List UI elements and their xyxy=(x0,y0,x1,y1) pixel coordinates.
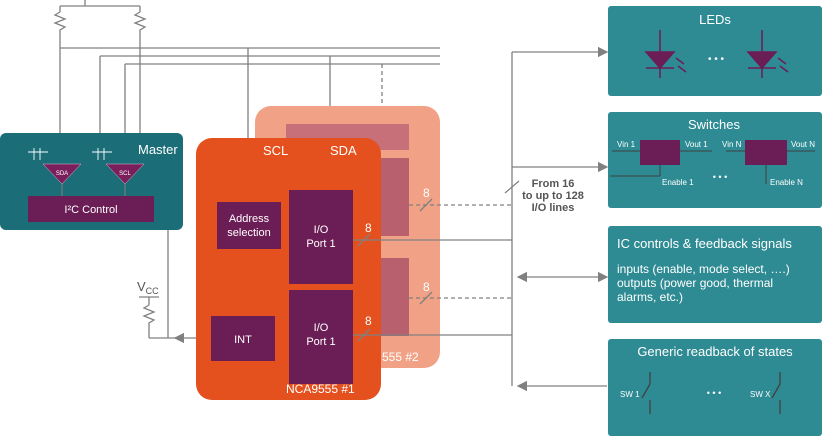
switch-n-box xyxy=(745,140,787,165)
vout1-label: Vout 1 xyxy=(685,140,708,149)
leds-panel: LEDs • • • xyxy=(608,6,822,96)
led-icon xyxy=(746,30,789,78)
chip1-scl: SCL xyxy=(263,143,288,158)
chip2-bus-width-top: 8 xyxy=(423,186,430,200)
switch-1-box xyxy=(640,140,680,165)
chip1-bus-width-bottom: 8 xyxy=(365,314,372,328)
scl-tag: SCL xyxy=(119,171,131,177)
vinN-label: Vin N xyxy=(722,140,742,149)
swx-label: SW X xyxy=(750,390,771,399)
chip2-bus-width-bottom: 8 xyxy=(423,280,430,294)
ic-line2: outputs (power good, thermal xyxy=(617,276,773,290)
io-lines-note: From 16 to up to 128 I/O lines xyxy=(522,178,584,214)
i2c-control-label: I²C Control xyxy=(64,204,117,216)
readback-title: Generic readback of states xyxy=(637,344,793,359)
sda-tag: SDA xyxy=(56,171,68,177)
switch-icon xyxy=(641,372,651,414)
ic-controls-panel: IC controls & feedback signals inputs (e… xyxy=(608,226,822,323)
leds-title: LEDs xyxy=(699,12,731,27)
sda-driver: SDA xyxy=(28,148,82,185)
svg-text:to up to 128: to up to 128 xyxy=(522,190,584,202)
ic-title: IC controls & feedback signals xyxy=(617,236,792,251)
switches-panel: Switches Vin 1 Vout 1 Vin N Vout N Enabl… xyxy=(608,112,822,208)
chip2-name: 555 #2 xyxy=(382,350,419,364)
chip1-bus-width-top: 8 xyxy=(365,221,372,235)
master-block: Master SDA SCL I²C Control xyxy=(0,133,183,230)
i2c-control-box xyxy=(28,196,154,222)
voutN-label: Vout N xyxy=(791,140,815,149)
switch-icon xyxy=(771,372,781,414)
vcc-pullup: VCC xyxy=(137,230,210,344)
readback-ellipsis: • • • xyxy=(707,388,721,398)
int-label: INT xyxy=(234,334,252,346)
svg-text:From 16: From 16 xyxy=(532,178,575,190)
switches-ellipsis: • • • xyxy=(713,172,727,182)
io-bus-lines xyxy=(353,46,609,392)
address-selection-box xyxy=(217,202,281,249)
chip1-name: NCA9555 #1 xyxy=(286,382,355,396)
ic-line3: alarms, etc.) xyxy=(617,290,683,304)
scl-driver: SCL xyxy=(92,148,145,185)
master-label: Master xyxy=(138,142,178,157)
chip1-sda: SDA xyxy=(330,143,357,158)
io-port-bottom-box xyxy=(289,290,353,384)
ic-line1: inputs (enable, mode select, ….) xyxy=(617,262,790,276)
svg-text:I/O lines: I/O lines xyxy=(532,202,575,214)
leds-ellipsis: • • • xyxy=(708,54,725,65)
io-port-top-box xyxy=(289,190,353,284)
address-text: Address xyxy=(229,213,270,225)
switches-title: Switches xyxy=(688,117,741,132)
readback-panel: Generic readback of states SW 1 SW X • •… xyxy=(608,339,822,436)
vcc-label: VCC xyxy=(137,279,159,296)
pullup-network xyxy=(53,0,147,150)
enableN-label: Enable N xyxy=(770,178,803,187)
int-box xyxy=(211,316,275,361)
vin1-label: Vin 1 xyxy=(617,140,636,149)
sw1-label: SW 1 xyxy=(620,390,640,399)
led-icon xyxy=(644,30,687,78)
enable1-label: Enable 1 xyxy=(662,178,694,187)
